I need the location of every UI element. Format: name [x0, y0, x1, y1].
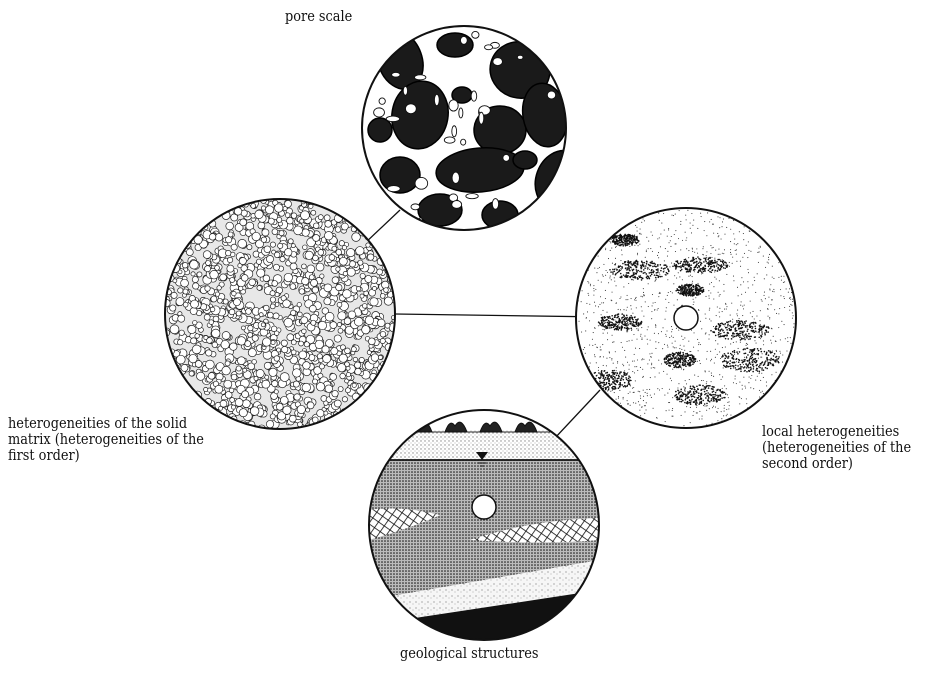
local-zoom-marker	[674, 306, 698, 330]
solid-matrix-label-line: first order)	[8, 447, 204, 463]
solid-matrix-label-line: matrix (heterogeneities of the	[8, 431, 204, 447]
local-heterogeneities-label-line: local heterogeneities	[762, 423, 911, 439]
geo-zoom-marker	[472, 495, 496, 519]
local-heterogeneities-circle	[576, 208, 797, 429]
solid-matrix-circle	[161, 195, 398, 433]
local-heterogeneities-label-line: second order)	[762, 455, 911, 471]
geological-structures-circle	[369, 410, 600, 640]
local-heterogeneities-label-line: (heterogeneities of the	[762, 439, 911, 455]
local-heterogeneities-label: local heterogeneities (heterogeneities o…	[762, 423, 911, 471]
pore-scale-circle	[362, 24, 593, 230]
solid-matrix-label-line: heterogeneities of the solid	[8, 415, 204, 431]
solid-matrix-label: heterogeneities of the solid matrix (het…	[8, 415, 204, 463]
geological-structures-label: geological structures	[400, 645, 539, 661]
pore-scale-label: pore scale	[285, 8, 352, 24]
